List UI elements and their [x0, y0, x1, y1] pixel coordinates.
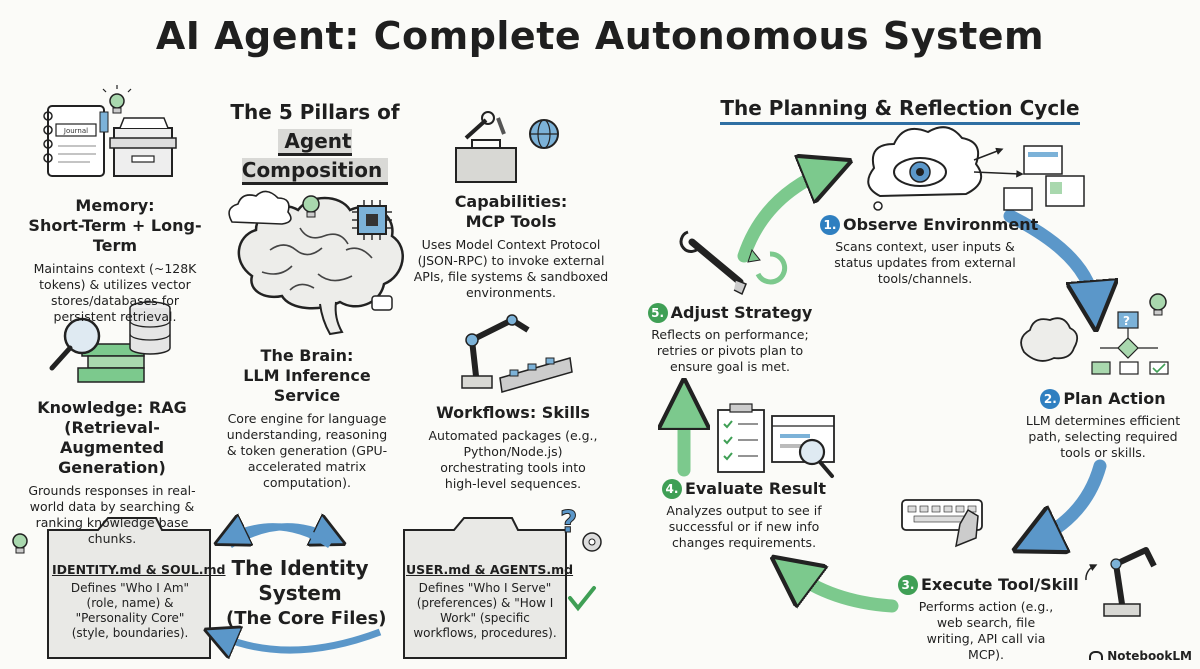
lightbulb-icon: [102, 85, 132, 114]
cycle-arrows: [684, 170, 1100, 613]
cycle-step-4: 4.Evaluate Result Analyzes output to see…: [646, 478, 842, 551]
identity-file-1-description: Defines "Who I Am" (role, name) & "Perso…: [70, 581, 190, 640]
step-2-number: 2.: [1040, 389, 1061, 409]
keyboard-hand-icon: [901, 499, 983, 548]
step-1-description: Scans context, user inputs & status upda…: [834, 239, 1016, 286]
notebook-label-holder: Journal: [63, 127, 88, 135]
speech-bubble-icon: [371, 295, 393, 311]
brain-pillar: The Brain: LLM Inference Service Core en…: [212, 346, 402, 491]
brand-name: NotebookLM: [1107, 649, 1192, 663]
cycle-step-3: 3.Execute Tool/Skill Performs action (e.…: [898, 574, 1079, 663]
identity-file-2: USER.md & AGENTS.md Defines "Who I Serve…: [406, 562, 574, 641]
capabilities-pillar: Capabilities: MCP Tools Uses Model Conte…: [408, 192, 614, 301]
step-5-title: Adjust Strategy: [670, 303, 813, 322]
knowledge-books-icon: [77, 343, 145, 383]
step-3-number: 3.: [898, 575, 918, 595]
identity-folder-left: [47, 517, 211, 659]
step-3-title: Execute Tool/Skill: [921, 575, 1079, 594]
identity-file-1: IDENTITY.md & SOUL.md Defines "Who I Am"…: [52, 562, 226, 641]
step-4-description: Analyzes output to see if successful or …: [666, 503, 822, 550]
brain-title-line2: LLM Inference Service: [243, 366, 371, 405]
step-4-title: Evaluate Result: [684, 479, 827, 498]
memory-title-line1: Memory:: [75, 196, 155, 215]
svg-text:?: ?: [560, 505, 577, 540]
evaluate-magnifier-icon: [798, 438, 834, 478]
database-icon: [129, 301, 171, 355]
knowledge-description: Grounds responses in real-world data by …: [28, 483, 196, 546]
cloud-icon: [228, 190, 292, 225]
brand-badge: NotebookLM: [1089, 649, 1192, 663]
knowledge-title: Knowledge: RAG (Retrieval-Augmented Gene…: [37, 398, 187, 477]
globe-icon: [529, 119, 559, 149]
workflows-pillar: Workflows: Skills Automated packages (e.…: [418, 403, 608, 492]
pillars-heading: The 5 Pillars of Agent Composition: [205, 98, 425, 185]
checkmark-icon: [568, 586, 596, 612]
identity-title-line1: The Identity: [231, 556, 369, 580]
memory-pillar: Memory: Short-Term + Long-Term Maintains…: [8, 196, 222, 325]
eye-thought-icon: [867, 126, 983, 211]
step-1-number: 1.: [820, 215, 840, 235]
step-1-title: Observe Environment: [843, 215, 1039, 234]
identity-folder-right: [403, 517, 567, 659]
step-2-description: LLM determines efficient path, selecting…: [1025, 413, 1181, 460]
notebook-label: Journal: [63, 127, 88, 135]
cycle-heading-text: The Planning & Reflection Cycle: [720, 96, 1080, 125]
brain-description: Core engine for language understanding, …: [226, 411, 388, 490]
brain-title-line1: The Brain:: [260, 346, 354, 365]
svg-text:?: ?: [1123, 314, 1130, 328]
capabilities-description: Uses Model Context Protocol (JSON-RPC) t…: [413, 237, 609, 300]
step-3-description: Performs action (e.g., web search, file …: [918, 599, 1054, 662]
memory-title-line2: Short-Term + Long-Term: [28, 216, 202, 255]
robot-arm-icon: [1085, 547, 1157, 617]
refresh-icon: [747, 248, 788, 285]
identity-bulb-icon: [12, 533, 28, 554]
step-5-description: Reflects on performance; retries or pivo…: [651, 327, 809, 374]
step-4-number: 4.: [661, 479, 682, 499]
cycle-step-5: 5.Adjust Strategy Reflects on performanc…: [642, 302, 818, 375]
page-title: AI Agent: Complete Autonomous System: [155, 14, 1045, 58]
cycle-step-1: 1.Observe Environment Scans context, use…: [820, 214, 1038, 287]
capabilities-title-line2: MCP Tools: [465, 212, 557, 231]
robot-arm-conveyor-icon: [461, 314, 573, 393]
brand-logo-icon: [1089, 651, 1104, 660]
plan-brain-icon: [1020, 317, 1079, 362]
identity-title-line2: System: [258, 581, 342, 605]
step-2-title: Plan Action: [1063, 389, 1166, 408]
magnifier-icon: [49, 317, 101, 371]
identity-title-line3: (The Core Files): [226, 608, 387, 629]
cycle-step-2: 2.Plan Action LLM determines efficient p…: [1012, 388, 1194, 461]
pillars-heading-line2: Agent Composition: [241, 129, 389, 185]
cycle-heading: The Planning & Reflection Cycle: [705, 96, 1095, 125]
question-gear-icon: ?: [560, 505, 602, 552]
identity-file-1-label: IDENTITY.md & SOUL.md: [52, 562, 226, 577]
memory-description: Maintains context (~128K tokens) & utili…: [33, 261, 197, 324]
plan-bulb-icon: [1149, 293, 1167, 316]
pillars-heading-line1: The 5 Pillars of: [230, 100, 400, 124]
workflows-description: Automated packages (e.g., Python/Node.js…: [428, 428, 598, 491]
identity-system-title: The Identity System (The Core Files): [226, 556, 387, 631]
identity-file-2-label: USER.md & AGENTS.md: [406, 562, 574, 577]
capabilities-title-line1: Capabilities:: [454, 192, 568, 211]
step-5-number: 5.: [647, 303, 668, 323]
identity-arrows: [220, 527, 382, 650]
flowchart-icon: ?: [1091, 311, 1169, 375]
wrench-icon: [679, 230, 747, 296]
notebook-icon: [43, 105, 109, 177]
knowledge-pillar: Knowledge: RAG (Retrieval-Augmented Gene…: [6, 398, 218, 547]
toolbox-icon: [455, 111, 517, 183]
chip-icon: [352, 200, 392, 240]
workflows-title: Workflows: Skills: [436, 403, 590, 422]
screens-icon: [973, 145, 1085, 211]
checklist-icon: [717, 403, 765, 473]
idea-bulb-icon: [302, 195, 320, 218]
file-box-icon: [109, 117, 177, 177]
identity-file-2-description: Defines "Who I Serve" (preferences) & "H…: [413, 581, 557, 640]
